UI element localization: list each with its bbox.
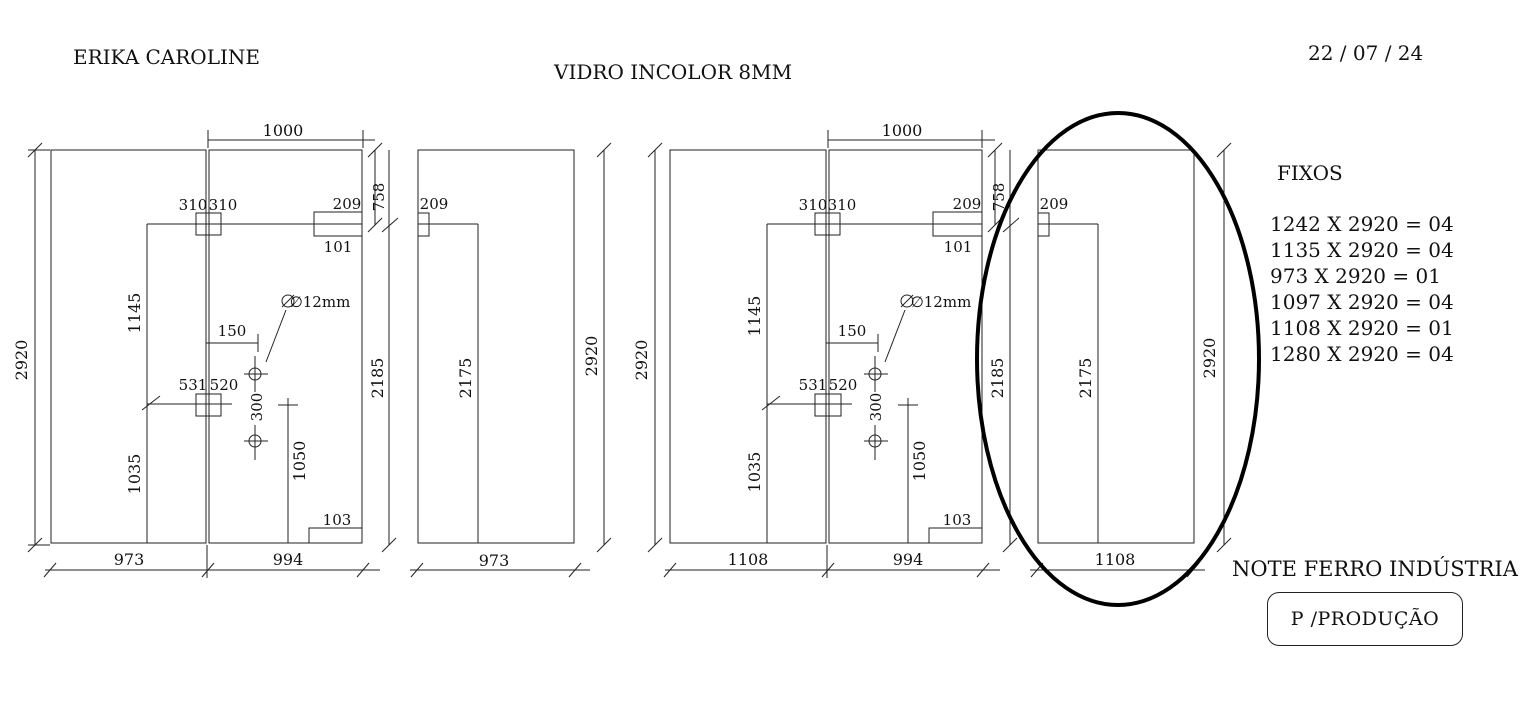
dim-mid-left: 531 [799, 376, 828, 394]
date-label: 22 / 07 / 24 [1308, 41, 1424, 65]
dim-mid-right: 520 [829, 376, 858, 394]
dim-side-height: 2175 [456, 358, 475, 399]
dim-side-lock: 209 [1040, 195, 1069, 213]
right-drawing-set: 2920 1000 310 310 209 101 758 1145 ∅12mm… [632, 121, 1232, 578]
dim-top-offset: 758 [370, 183, 388, 212]
dim-overall-height: 2920 [12, 340, 31, 381]
dim-bottom-left: 1108 [728, 550, 769, 569]
dim-hinge-left: 310 [179, 196, 208, 214]
dim-door-height: 2185 [368, 358, 387, 399]
dim-hinge-right: 310 [209, 196, 238, 214]
dim-mid-left: 531 [179, 376, 208, 394]
dim-lock-height: 101 [324, 238, 353, 256]
left-drawing-set: 2920 1000 310 310 209 101 758 1145 ∅12mm… [12, 121, 612, 578]
hole-label: ∅12mm [911, 293, 972, 311]
dim-handle-height: 1050 [290, 441, 309, 482]
dim-top-offset: 758 [990, 183, 1008, 212]
dim-side-bottom: 973 [479, 551, 510, 570]
dim-hole-offset: 150 [218, 322, 247, 340]
fixo-item: 973 X 2920 = 01 [1270, 264, 1441, 288]
company-name: NOTE FERRO INDÚSTRIA [1232, 557, 1518, 581]
dim-bottom-right: 994 [893, 550, 924, 569]
dim-hole-spacing: 300 [867, 393, 885, 422]
dim-side-overall: 2920 [1200, 338, 1219, 379]
lock-cutout [313, 211, 363, 237]
dim-top-width: 1000 [263, 121, 304, 140]
dim-door-height: 2185 [988, 358, 1007, 399]
dim-upper-height: 1145 [125, 293, 144, 334]
dim-lower-height: 1035 [745, 452, 764, 493]
corner-notch [308, 527, 363, 544]
lock-cutout [932, 211, 983, 237]
dim-hinge-left: 310 [799, 196, 828, 214]
dim-lock-width: 209 [333, 195, 362, 213]
dim-top-width: 1000 [882, 121, 923, 140]
material-title: VIDRO INCOLOR 8MM [554, 60, 793, 84]
dim-lock-height: 101 [944, 238, 973, 256]
door-panel [828, 149, 983, 544]
client-name: ERIKA CAROLINE [73, 45, 260, 69]
side-panel [417, 149, 575, 544]
dim-side-overall: 2920 [582, 336, 601, 377]
dim-bottom-right: 994 [273, 550, 304, 569]
dim-bottom-left: 973 [114, 550, 145, 569]
dim-handle-height: 1050 [910, 441, 929, 482]
corner-notch [928, 527, 983, 544]
dim-side-height: 2175 [1076, 358, 1095, 399]
dim-hole-offset: 150 [838, 322, 867, 340]
dim-hole-spacing: 300 [248, 393, 266, 422]
fixo-item: 1135 X 2920 = 04 [1270, 238, 1454, 262]
hinge-lower [814, 393, 842, 417]
dim-hinge-right: 310 [828, 196, 857, 214]
dim-lower-height: 1035 [125, 454, 144, 495]
dim-mid-right: 520 [210, 376, 239, 394]
dim-corner: 103 [323, 511, 352, 529]
door-panel [208, 149, 363, 544]
fixos-title: FIXOS [1277, 161, 1343, 185]
dim-lock-width: 209 [953, 195, 982, 213]
dim-side-bottom: 1108 [1095, 550, 1136, 569]
production-button[interactable]: P /PRODUÇÃO [1267, 592, 1463, 646]
fixed-panel [50, 149, 207, 544]
fixed-panel [669, 149, 827, 544]
dim-upper-height: 1145 [745, 296, 764, 337]
highlight-ellipse [975, 111, 1261, 607]
dim-overall-height: 2920 [632, 340, 651, 381]
dim-side-lock: 209 [420, 195, 449, 213]
hole-label: ∅12mm [290, 293, 351, 311]
dim-corner: 103 [943, 511, 972, 529]
side-panel [1037, 149, 1195, 544]
hinge-lower [195, 393, 222, 417]
